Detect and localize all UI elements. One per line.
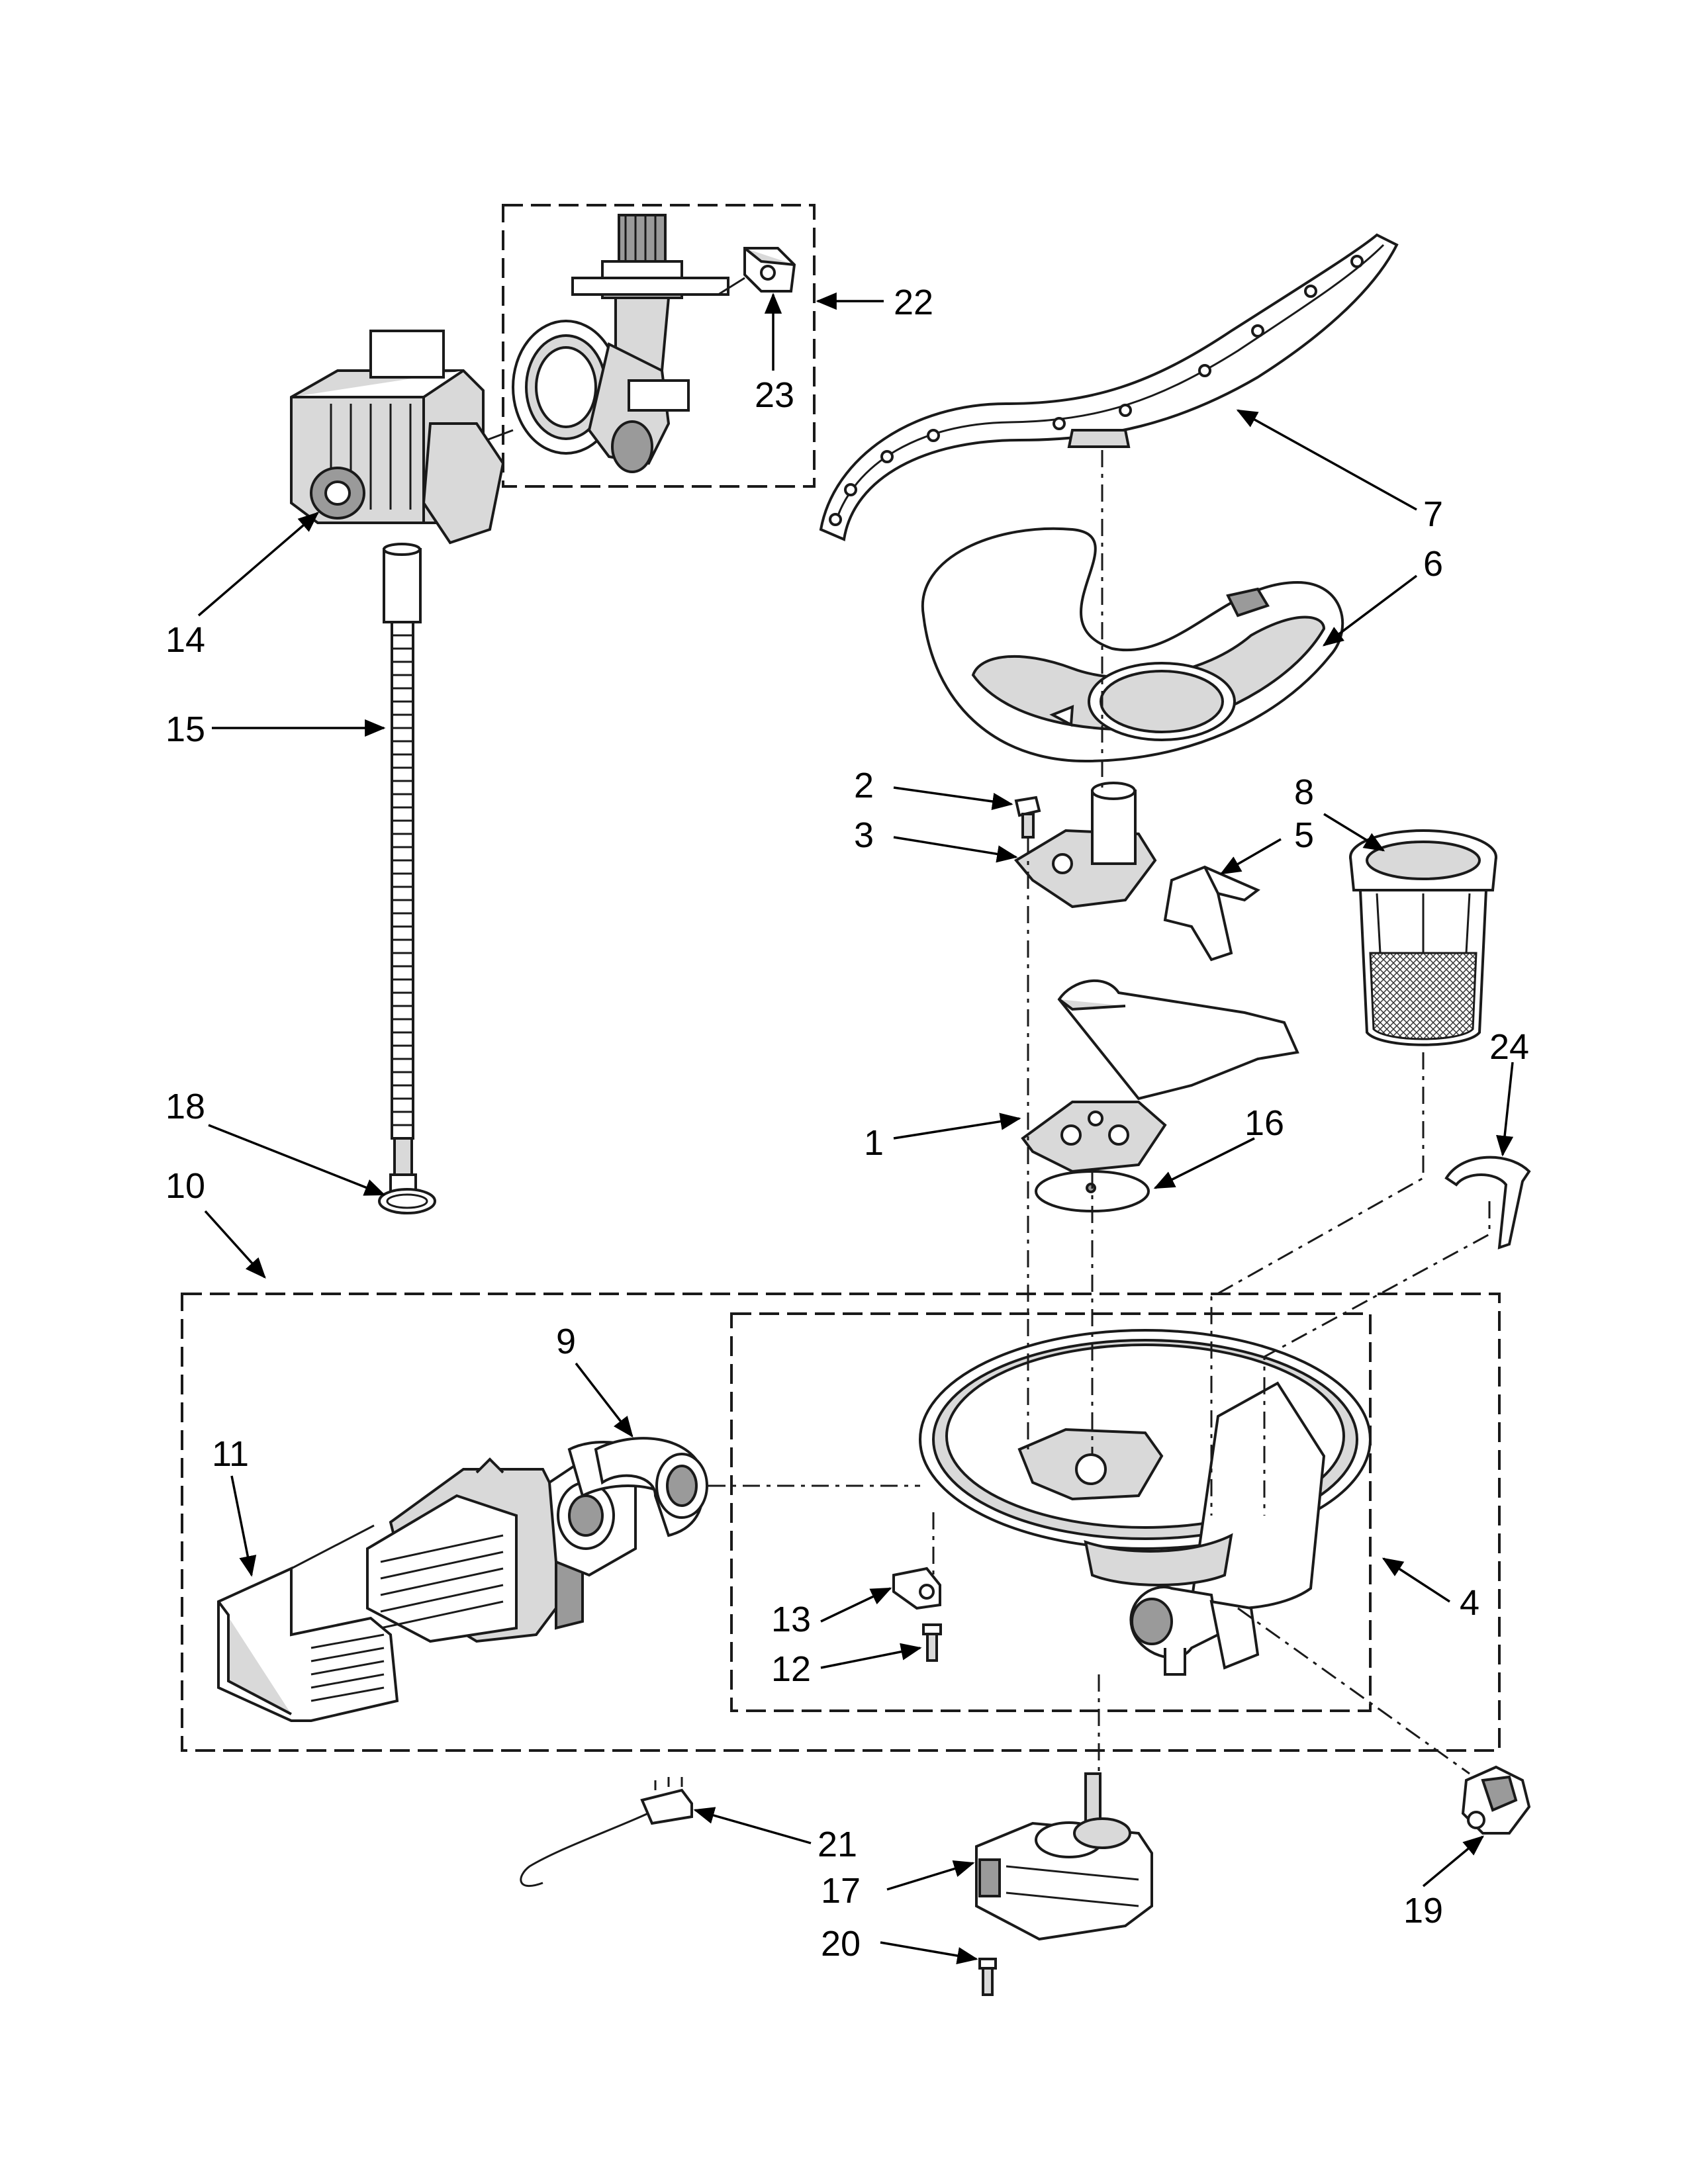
leader-2	[893, 786, 1013, 810]
callout-8: 8	[1294, 772, 1314, 812]
turbidity-sensor-part[interactable]	[1461, 1765, 1531, 1835]
callout-23: 23	[755, 375, 794, 415]
spray-arm-support-part[interactable]	[1021, 979, 1299, 1173]
drain-pump-motor-part[interactable]	[290, 330, 505, 545]
leader-13	[820, 1587, 892, 1623]
callout-16: 16	[1244, 1103, 1284, 1143]
callout-11: 11	[212, 1434, 249, 1474]
leader-17	[886, 1860, 975, 1891]
motor-cover-part[interactable]	[217, 1524, 399, 1722]
callout-22: 22	[894, 283, 933, 322]
callout-13: 13	[771, 1600, 811, 1639]
axis-clip-24	[1263, 1201, 1491, 1516]
sump-clip-part[interactable]	[1444, 1156, 1531, 1250]
callout-24: 24	[1489, 1027, 1529, 1067]
callout-17: 17	[821, 1871, 861, 1911]
bracket-13-part[interactable]	[892, 1567, 941, 1610]
screw-2-part[interactable]	[1014, 796, 1041, 839]
axis-filter	[1210, 1052, 1425, 1516]
leader-12	[820, 1643, 922, 1669]
filter-basket-part[interactable]	[1349, 829, 1497, 1046]
hose-clamp-part[interactable]	[378, 1188, 436, 1214]
leader-16	[1153, 1137, 1255, 1189]
callout-20: 20	[821, 1924, 861, 1964]
leader-7	[1236, 409, 1417, 511]
leader-10	[204, 1210, 266, 1279]
leader-19	[1422, 1835, 1485, 1888]
callout-10: 10	[165, 1166, 205, 1206]
axis-sensor	[1237, 1607, 1470, 1775]
callout-6: 6	[1423, 544, 1443, 584]
sump-assembly-part[interactable]	[919, 1329, 1372, 1676]
leader-6	[1322, 574, 1418, 647]
leader-14	[197, 512, 319, 617]
lower-spray-arm-part[interactable]	[819, 233, 1399, 541]
leader-18	[208, 1124, 386, 1196]
leader-8	[1323, 813, 1385, 852]
diverter-motor-part[interactable]	[975, 1772, 1153, 1941]
leader-20	[880, 1941, 978, 1965]
leader-11	[230, 1475, 257, 1577]
filter-clip-part[interactable]	[1163, 865, 1260, 962]
filter-cover-part[interactable]	[921, 527, 1344, 763]
callout-1: 1	[864, 1123, 884, 1163]
leader-4	[1382, 1557, 1450, 1603]
leader-5	[1219, 838, 1282, 875]
thermistor-part[interactable]	[520, 1777, 693, 1888]
screw-20-part[interactable]	[978, 1958, 997, 1996]
manifold-part[interactable]	[1013, 782, 1157, 909]
callout-15: 15	[165, 709, 205, 749]
callout-19: 19	[1403, 1891, 1443, 1931]
leader-3	[893, 836, 1018, 863]
leader-1	[893, 1113, 1021, 1140]
callout-21: 21	[818, 1825, 857, 1864]
assembly-box-10	[181, 1293, 1501, 1752]
pump-clip-part[interactable]	[718, 247, 796, 296]
callout-9: 9	[556, 1322, 576, 1361]
callout-4: 4	[1460, 1583, 1479, 1623]
wash-motor-part[interactable]	[366, 1437, 708, 1643]
callout-3: 3	[854, 815, 874, 855]
pump-housing-part[interactable]	[512, 214, 729, 473]
callout-12: 12	[771, 1649, 811, 1689]
assembly-box-22	[502, 204, 816, 488]
screw-12-part[interactable]	[922, 1623, 942, 1662]
callout-2: 2	[854, 766, 874, 805]
callout-7: 7	[1423, 494, 1443, 534]
callout-18: 18	[165, 1087, 205, 1126]
leader-9	[575, 1362, 633, 1438]
leader-21	[693, 1807, 812, 1844]
leader-24	[1496, 1062, 1514, 1157]
callout-14: 14	[165, 620, 205, 660]
drain-hose-part[interactable]	[383, 543, 422, 1196]
assembly-box-4	[730, 1312, 1372, 1712]
callout-5: 5	[1294, 815, 1314, 855]
